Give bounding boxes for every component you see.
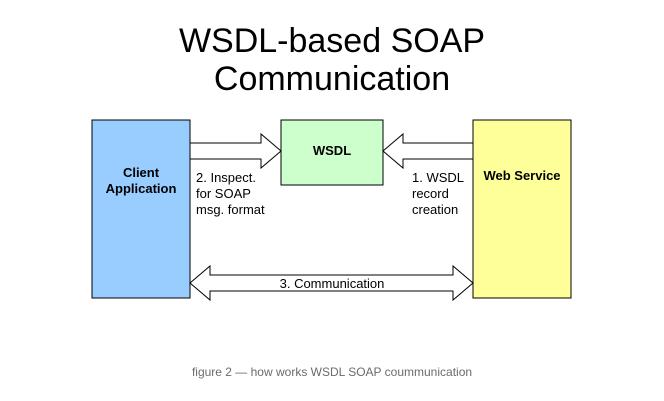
record-arrow	[382, 132, 474, 170]
client-application-label-line-2: Application	[106, 181, 177, 196]
web-service-label: Web Service	[483, 168, 560, 183]
figure-caption: figure 2 — how works WSDL SOAP coummunic…	[191, 365, 473, 379]
communication-label: 3. Communication	[280, 276, 385, 291]
inspect-label-line-2: for SOAP	[196, 186, 251, 201]
inspect-arrow	[189, 132, 282, 170]
diagram-title-line-1: WSDL-based SOAP	[179, 22, 485, 60]
wsdl-label: WSDL	[313, 143, 351, 158]
record-label-line-3: creation	[412, 202, 458, 217]
web-service-box	[472, 119, 572, 299]
inspect-label-line-3: msg. format	[196, 202, 265, 217]
communication-arrow	[189, 264, 474, 302]
wsdl-box	[280, 119, 384, 186]
client-application-box	[91, 119, 191, 299]
client-application-label-line-1: Client	[123, 165, 160, 180]
record-label-line-1: 1. WSDL	[412, 170, 464, 185]
diagram-title-line-2: Communication	[214, 60, 450, 98]
inspect-label-line-1: 2. Inspect.	[196, 170, 256, 185]
record-label-line-2: record	[412, 186, 449, 201]
